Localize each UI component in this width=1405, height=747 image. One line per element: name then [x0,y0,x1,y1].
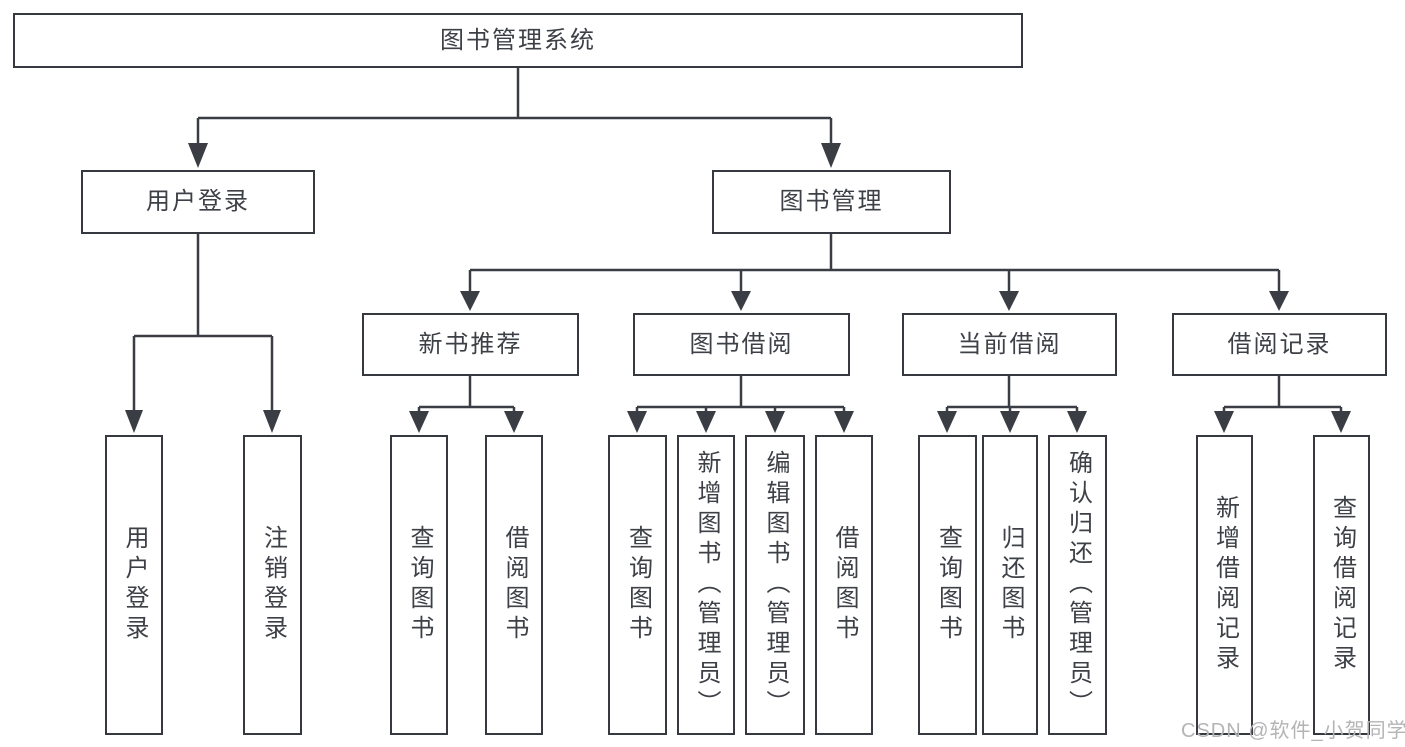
leaf-query-books-recommend: 查询图书 [390,435,448,735]
arrowhead-icon [821,143,841,168]
node-new-book-recommendation: 新书推荐 [362,313,579,376]
arrowhead-icon [627,411,647,433]
leaf-borrow-books-borrowing: 借阅图书 [815,435,873,735]
node-library-management-system: 图书管理系统 [13,13,1023,68]
arrowhead-icon [1269,291,1289,311]
node-user-login: 用户登录 [81,170,315,234]
arrowhead-icon [263,410,281,433]
arrowhead-icon [937,411,957,433]
leaf-edit-book-admin: 编辑图书（管理员） [745,435,805,735]
leaf-add-borrow-record: 新增借阅记录 [1196,435,1253,735]
arrowhead-icon [834,411,854,433]
arrowhead-icon [188,143,208,168]
leaf-query-books-current: 查询图书 [918,435,977,735]
csdn-watermark: CSDN @软件_小贺同学 [1181,720,1405,742]
node-book-borrowing: 图书借阅 [633,313,850,376]
leaf-logout: 注销登录 [243,435,302,735]
node-borrowing-records: 借阅记录 [1172,313,1387,376]
leaf-return-book: 归还图书 [982,435,1038,735]
leaf-add-book-admin: 新增图书（管理员） [677,435,735,735]
leaf-borrow-books-recommend: 借阅图书 [485,435,543,735]
arrowhead-icon [765,411,785,433]
arrowhead-icon [696,411,716,433]
arrowhead-icon [1214,411,1234,433]
arrowhead-icon [504,411,524,433]
leaf-user-login: 用户登录 [105,435,163,735]
leaf-query-borrow-record: 查询借阅记录 [1313,435,1370,735]
arrowhead-icon [999,291,1019,311]
arrowhead-icon [460,291,480,311]
arrowhead-icon [1331,411,1351,433]
arrowhead-icon [125,410,143,433]
leaf-confirm-return-admin: 确认归还（管理员） [1048,435,1107,735]
leaf-query-books-borrowing: 查询图书 [608,435,667,735]
arrowhead-icon [409,411,429,433]
arrowhead-icon [1000,411,1020,433]
node-book-management: 图书管理 [712,170,951,234]
arrowhead-icon [731,291,751,311]
node-current-borrowing: 当前借阅 [902,313,1117,376]
arrowhead-icon [1067,411,1087,433]
